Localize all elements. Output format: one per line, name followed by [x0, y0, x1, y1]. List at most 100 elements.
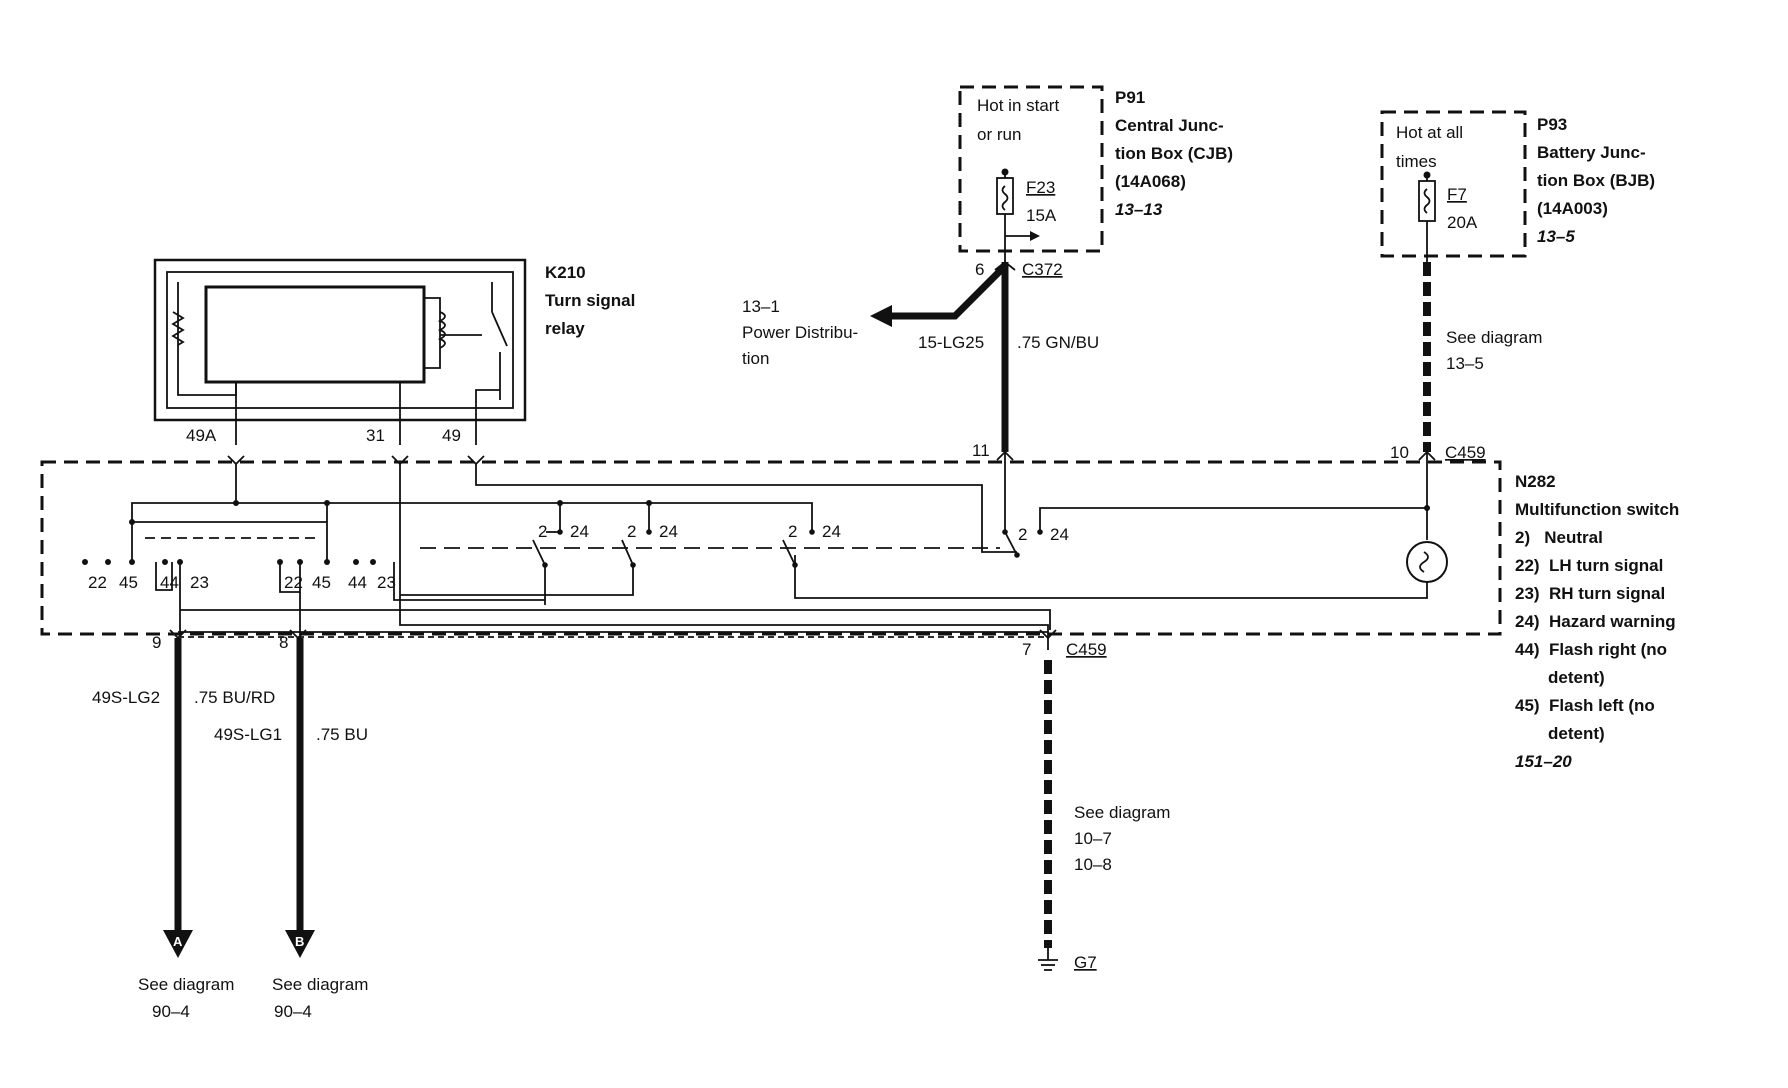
conn-a-line1: See diagram — [138, 975, 234, 994]
c459-pin-7: 7 — [1022, 640, 1031, 659]
see-13-5-line2: 13–5 — [1446, 354, 1484, 373]
power-dist-line1: Power Distribu- — [742, 323, 858, 342]
ground-label: G7 — [1074, 953, 1097, 972]
k210-pin-31: 31 — [366, 426, 385, 445]
hz-pin-24-b: 24 — [659, 522, 678, 541]
wire-a-circuit: 49S-LG2 — [92, 688, 160, 707]
legend-item-flash-left: 45) Flash left (no — [1515, 696, 1655, 715]
c459-bottom-connector: 9 8 7 C459 — [152, 629, 1107, 659]
hz-pin-2-a: 2 — [538, 522, 547, 541]
ground-see-line1: See diagram — [1074, 803, 1170, 822]
fuse-f7-rating: 20A — [1447, 213, 1478, 232]
p93-name-line1: Battery Junc- — [1537, 143, 1646, 162]
c459-pin-11: 11 — [972, 441, 990, 460]
p91-central-junction-box: Hot in start or run F23 15A P91 Central … — [958, 85, 1233, 262]
legend-item-rh-turn: 23) RH turn signal — [1515, 584, 1665, 603]
relay-coil-icon — [437, 311, 446, 349]
k210-pin-49a: 49A — [186, 426, 217, 445]
power-dist-ref: 13–1 — [742, 297, 780, 316]
pin-23-left: 23 — [190, 573, 209, 592]
conn-a-line2: 90–4 — [152, 1002, 190, 1021]
legend-item-hazard: 24) Hazard warning — [1515, 612, 1676, 631]
wire-15-circuit: 15-LG25 — [918, 333, 984, 352]
pin-23-mid: 23 — [377, 573, 396, 592]
wire-b-gauge: .75 BU — [316, 725, 368, 744]
p93-name-line2: tion Box (BJB) — [1537, 171, 1655, 190]
p93-note-line2: times — [1396, 152, 1437, 171]
p93-part: (14A003) — [1537, 199, 1608, 218]
power-dist-line2: tion — [742, 349, 769, 368]
n282-ref: 151–20 — [1515, 752, 1572, 771]
connector-b-letter: B — [295, 934, 304, 949]
hz-pin-2-b: 2 — [627, 522, 636, 541]
pin-44-left: 44 — [160, 573, 179, 592]
ground-see-line3: 10–8 — [1074, 855, 1112, 874]
legend-item-flash-left-cont: detent) — [1548, 724, 1605, 743]
p93-battery-junction-box: Hot at all times F7 20A P93 Battery Junc… — [1380, 110, 1655, 262]
legend-item-flash-right: 44) Flash right (no — [1515, 640, 1667, 659]
fuse-f23-id: F23 — [1026, 178, 1055, 197]
p91-name-line1: Central Junc- — [1115, 116, 1224, 135]
hz-pin-2-c: 2 — [788, 522, 797, 541]
p91-part: (14A068) — [1115, 172, 1186, 191]
connector-a-icon — [163, 930, 193, 958]
k210-turn-signal-relay: K210 Turn signal relay 49A 31 49 — [153, 258, 635, 445]
p93-ref: 13–5 — [1537, 227, 1575, 246]
n282-id: N282 — [1515, 472, 1556, 491]
legend-item-neutral: 2) Neutral — [1515, 528, 1603, 547]
wire-a-gauge: .75 BU/RD — [194, 688, 275, 707]
p93-id: P93 — [1537, 115, 1567, 134]
fuse-f7-icon — [1418, 171, 1436, 262]
c459-top-connector: 11 10 C459 — [972, 441, 1486, 462]
hz-pin-24-a: 24 — [570, 522, 589, 541]
p91-note-line1: Hot in start — [977, 96, 1059, 115]
c459-pin-9: 9 — [152, 633, 161, 652]
legend-item-lh-turn: 22) LH turn signal — [1515, 556, 1663, 575]
n282-multifunction-switch: 22 45 44 23 22 45 44 23 2 24 2 24 2 24 2… — [40, 452, 1502, 650]
wire-to-power-distribution — [890, 263, 1008, 320]
pin-45-mid: 45 — [312, 573, 331, 592]
ground-icon — [1038, 948, 1058, 971]
k210-name-line1: Turn signal — [545, 291, 635, 310]
p91-ref: 13–13 — [1115, 200, 1163, 219]
p91-note-line2: or run — [977, 125, 1021, 144]
k210-id: K210 — [545, 263, 586, 282]
c372-pin: 6 — [975, 260, 984, 279]
hz-pin-24-c: 24 — [822, 522, 841, 541]
p91-id: P91 — [1115, 88, 1145, 107]
c459-top-label: C459 — [1445, 443, 1486, 462]
connector-a-letter: A — [173, 934, 183, 949]
indicator-lamp-icon — [1406, 541, 1448, 583]
hz-pin-24-d: 24 — [1050, 525, 1069, 544]
resistor-icon — [171, 311, 185, 346]
conn-b-line1: See diagram — [272, 975, 368, 994]
connector-b-icon — [285, 930, 315, 958]
see-13-5-line1: See diagram — [1446, 328, 1542, 347]
n282-name: Multifunction switch — [1515, 500, 1679, 519]
k210-name-line2: relay — [545, 319, 585, 338]
hazard-switch-contacts — [400, 529, 1043, 605]
wire-15-gauge: .75 GN/BU — [1017, 333, 1099, 352]
conn-b-line2: 90–4 — [274, 1002, 312, 1021]
wire-b-circuit: 49S-LG1 — [214, 725, 282, 744]
pin-22-mid: 22 — [284, 573, 303, 592]
p91-name-line2: tion Box (CJB) — [1115, 144, 1233, 163]
ground-see-line2: 10–7 — [1074, 829, 1112, 848]
turn-signal-contacts — [82, 538, 1051, 640]
fuse-f23-icon — [996, 168, 1040, 262]
c459-pin-10: 10 — [1390, 443, 1409, 462]
c372-label: C372 — [1022, 260, 1063, 279]
legend-item-flash-right-cont: detent) — [1548, 668, 1605, 687]
relay-contact-icon — [491, 311, 508, 347]
c459-pin-8: 8 — [279, 633, 288, 652]
c459-bottom-label: C459 — [1066, 640, 1107, 659]
c372-connector: 6 C372 — [975, 260, 1063, 279]
n282-legend: N282 Multifunction switch 2) Neutral 22)… — [1515, 472, 1679, 771]
pin-44-mid: 44 — [348, 573, 367, 592]
pin-22-left: 22 — [88, 573, 107, 592]
arrow-left-icon — [870, 305, 892, 327]
k210-pin-49: 49 — [442, 426, 461, 445]
p93-note-line1: Hot at all — [1396, 123, 1463, 142]
hz-pin-2-d: 2 — [1018, 525, 1027, 544]
